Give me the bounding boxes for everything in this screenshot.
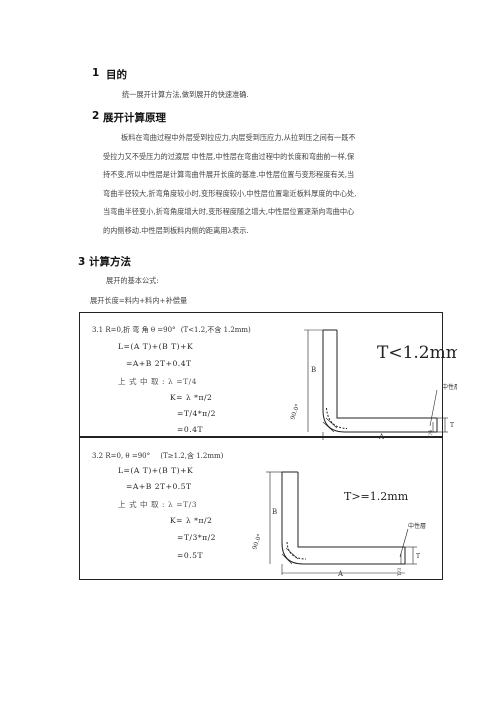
case-1-heading: 3.1 R=0,折 弯 角 θ =90° (T<1.2,不含 1.2mm) <box>92 325 251 335</box>
diagram-2-dim-t3: T/3 <box>397 568 403 576</box>
diagram-2-angle: 90.0° <box>251 533 263 551</box>
case-1-formula-line: 上 式 中 取 : λ =T/4 <box>118 377 198 386</box>
section-3-formula: 展开长度=料内+料内+补偿量 <box>90 296 188 305</box>
diagram-1-neutral-label: 中性層 <box>442 383 457 391</box>
case-1-formula-line: =T/4*π/2 <box>177 409 216 418</box>
bend-diagram-2: T>=1.2mm 中性層 B A T T/3 90.0° <box>251 471 426 578</box>
section-2-line: 板料在弯曲过程中外层受到拉应力,内层受到压应力,从拉到压之间有一既不 <box>121 133 356 142</box>
section-2-number: 2 <box>92 110 100 122</box>
section-2-line: 当弯曲半径变小,折弯角度增大时,变形程度随之增大,中性层位置逐渐向弯曲中心 <box>103 207 355 216</box>
diagram-1-dim-t: T <box>450 422 454 429</box>
section-2-line: 持不变,所以中性层是计算弯曲件展开长度的基准.中性层位置与变形程度有关,当 <box>103 170 355 179</box>
case-2-heading-text: 3.2 R=0, θ =90° <box>92 452 151 460</box>
case-1-condition: (T<1.2,不含 1.2mm) <box>180 326 251 334</box>
diagram-2-neutral-label: 中性層 <box>408 522 426 530</box>
section-3-intro: 展开的基本公式: <box>106 276 159 285</box>
diagram-2-dim-a: A <box>337 570 344 578</box>
section-2-line: 弯曲半径较大,折弯角度较小时,变形程度较小,中性层位置靠近板料厚度的中心处, <box>103 188 357 198</box>
section-1-text: 统一展开计算方法,做到展开的快速准确. <box>122 90 249 99</box>
case-2-box <box>79 436 443 580</box>
diagram-2-dim-b: B <box>272 508 277 516</box>
section-2-line: 受拉力又不受压力的过渡层 中性层,中性层在弯曲过程中的长度和弯曲前一样,保 <box>103 151 355 161</box>
case-2-formula-line: =A+B 2T+0.5T <box>126 482 192 491</box>
bend-diagram-1: T<1.2mm 中性層 B A T T/4 90.0° <box>289 329 457 440</box>
diagram-1-angle: 90.0° <box>289 403 301 421</box>
diagram-1-dim-b: B <box>311 366 316 374</box>
section-2-title: 展开计算原理 <box>103 112 166 124</box>
section-3-title: 3 计算方法 <box>78 256 131 268</box>
case-1-formula-line: =A+B 2T+0.4T <box>126 359 192 368</box>
diagram-1-thickness-label: T<1.2mm <box>377 343 457 363</box>
case-2-formula-line: L=(A T)+(B T)+K <box>118 466 194 475</box>
case-2-formula-line: K= λ *π/2 <box>170 516 213 525</box>
case-1-formula-line: K= λ *π/2 <box>170 393 213 402</box>
section-2-line: 的内侧移动.中性层到板料内侧的距离用λ表示. <box>103 225 249 235</box>
case-2-condition: (T≥1.2,含 1.2mm) <box>160 452 224 460</box>
section-1-title: 目的 <box>106 69 127 81</box>
case-1-box <box>79 312 443 438</box>
case-2-heading: 3.2 R=0, θ =90° (T≥1.2,含 1.2mm) <box>92 451 223 461</box>
section-2-body: 板料在弯曲过程中外层受到拉应力,内层受到压应力,从拉到压之间有一既不 受拉力又不… <box>103 129 433 240</box>
case-1-formula-line: L=(A T)+(B T)+K <box>118 342 194 351</box>
sheet-outer-edge <box>281 472 405 565</box>
case-1-formula-line: =0.4T <box>177 425 204 434</box>
diagram-1-dim-t4: T/4 <box>428 430 434 438</box>
case-2-formula-line: =0.5T <box>177 551 204 560</box>
diagram-2-dim-t: T <box>416 553 420 560</box>
sheet-inner-edge <box>297 472 405 548</box>
diagram-2-thickness-label: T>=1.2mm <box>344 490 409 503</box>
case-2-formula-line: =T/3*π/2 <box>177 533 216 542</box>
case-1-heading-text: 3.1 R=0,折 弯 角 θ =90° <box>92 326 176 334</box>
sheet-inner-edge <box>336 330 437 419</box>
sheet-outer-edge <box>322 330 437 433</box>
section-1-number: 1 <box>92 67 100 79</box>
case-2-formula-line: 上 式 中 取 : λ =T/3 <box>118 500 198 509</box>
diagram-1-dim-a: A <box>378 433 385 440</box>
